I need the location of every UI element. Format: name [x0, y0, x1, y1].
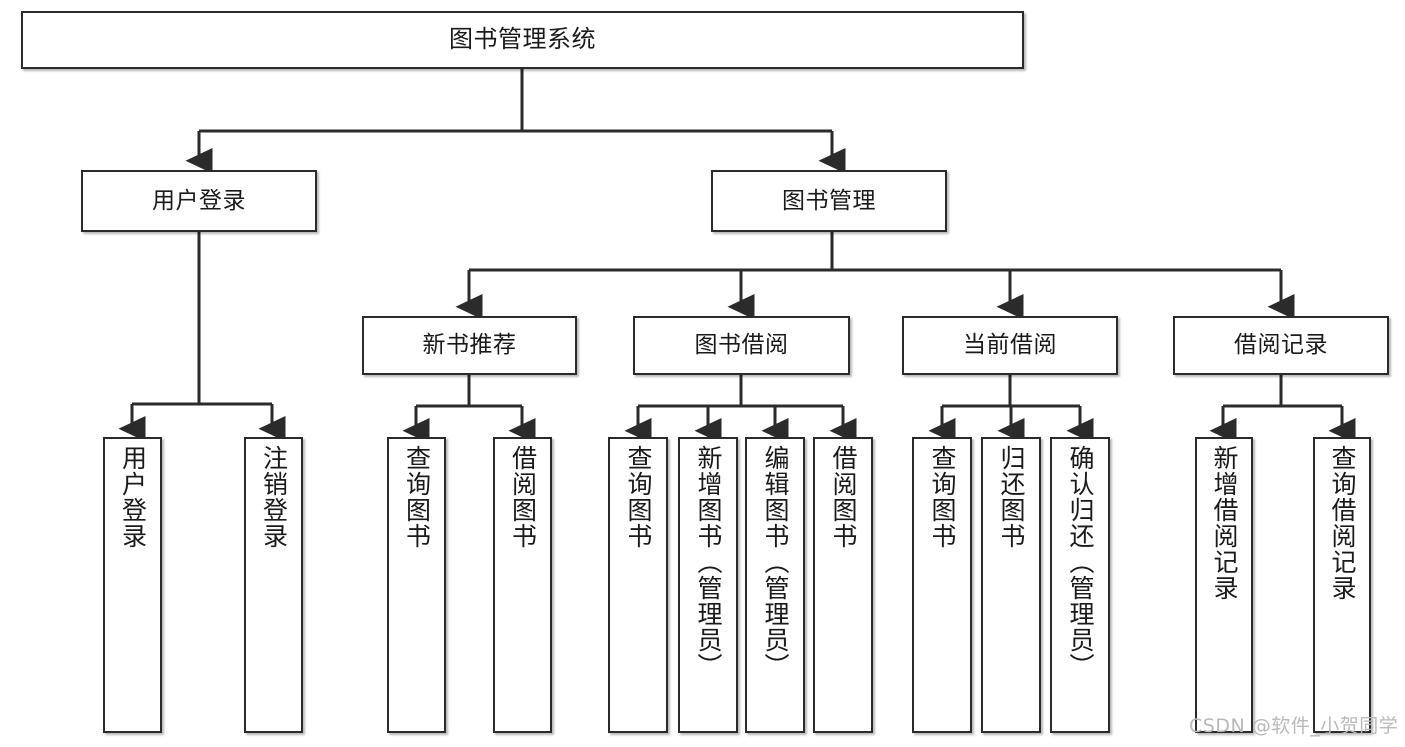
node-leaf-add-book[interactable]: 新增图书（管理员） [678, 437, 738, 733]
node-leaf-query-book-1-label: 查询图书 [402, 445, 432, 549]
node-root[interactable]: 图书管理系统 [21, 11, 1024, 69]
node-leaf-add-book-label: 新增图书（管理员） [694, 445, 723, 679]
node-new-book-recommend-label: 新书推荐 [422, 332, 517, 359]
node-leaf-query-book-3-label: 查询图书 [928, 445, 957, 549]
node-book-manage-label: 图书管理 [782, 187, 876, 214]
node-book-manage[interactable]: 图书管理 [711, 170, 947, 232]
node-leaf-add-record-label: 新增借阅记录 [1210, 445, 1239, 601]
csdn-watermark: CSDN @软件_小贺同学 [1189, 715, 1399, 737]
node-borrow-record[interactable]: 借阅记录 [1173, 316, 1389, 375]
node-leaf-return-book-label: 归还图书 [997, 445, 1026, 549]
node-leaf-confirm-return-label: 确认归还（管理员） [1066, 445, 1095, 679]
node-leaf-query-record[interactable]: 查询借阅记录 [1313, 437, 1371, 733]
node-leaf-query-record-label: 查询借阅记录 [1328, 445, 1357, 601]
node-leaf-user-login-label: 用户登录 [118, 445, 148, 549]
node-leaf-edit-book[interactable]: 编辑图书（管理员） [745, 437, 805, 733]
node-leaf-borrow-book-1[interactable]: 借阅图书 [493, 437, 552, 733]
node-leaf-logout-label: 注销登录 [259, 445, 289, 549]
node-leaf-query-book-1[interactable]: 查询图书 [387, 437, 446, 733]
node-user-login-label: 用户登录 [152, 187, 246, 214]
node-leaf-logout[interactable]: 注销登录 [244, 437, 303, 733]
node-leaf-edit-book-label: 编辑图书（管理员） [761, 445, 790, 679]
node-current-borrow[interactable]: 当前借阅 [902, 316, 1118, 375]
node-leaf-add-record[interactable]: 新增借阅记录 [1195, 437, 1253, 733]
node-leaf-query-book-2-label: 查询图书 [624, 445, 653, 549]
node-user-login[interactable]: 用户登录 [81, 170, 317, 232]
node-borrow-record-label: 借阅记录 [1234, 332, 1328, 359]
node-book-borrow-label: 图书借阅 [694, 332, 789, 359]
node-root-label: 图书管理系统 [449, 25, 596, 54]
node-leaf-query-book-2[interactable]: 查询图书 [608, 437, 668, 733]
node-book-borrow[interactable]: 图书借阅 [633, 316, 850, 375]
node-leaf-borrow-book-1-label: 借阅图书 [508, 445, 538, 549]
node-current-borrow-label: 当前借阅 [963, 332, 1057, 359]
node-leaf-user-login[interactable]: 用户登录 [103, 437, 162, 733]
node-leaf-borrow-book-2[interactable]: 借阅图书 [813, 437, 873, 733]
node-new-book-recommend[interactable]: 新书推荐 [362, 316, 577, 375]
node-leaf-return-book[interactable]: 归还图书 [981, 437, 1041, 733]
node-leaf-confirm-return[interactable]: 确认归还（管理员） [1050, 437, 1110, 733]
node-leaf-borrow-book-2-label: 借阅图书 [829, 445, 858, 549]
node-leaf-query-book-3[interactable]: 查询图书 [912, 437, 972, 733]
